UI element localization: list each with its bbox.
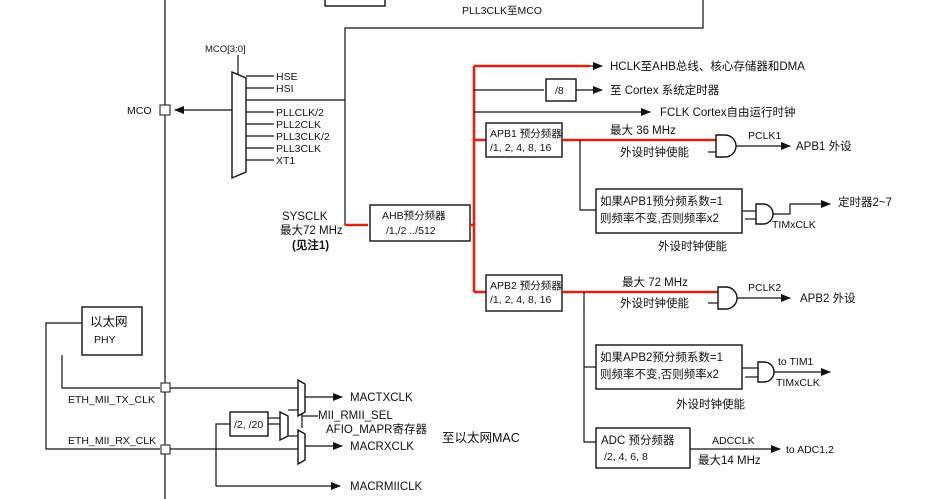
pclk2-label: PCLK2 xyxy=(748,282,781,294)
mii-rmii-sel-label: MII_RMII_SEL xyxy=(318,410,393,422)
mco-input-xt1: XT1 xyxy=(276,155,295,167)
cortex-timer-label: 至 Cortex 系统定时器 xyxy=(610,83,720,97)
apb1-timer-mult-box: 如果APB1预分频系数=1 则频率不变,否则频率x2 xyxy=(595,188,743,234)
fclk-label: FCLK Cortex自由运行时钟 xyxy=(660,105,795,119)
mco-input-hse: HSE xyxy=(276,71,298,83)
ethernet-phy-sub: PHY xyxy=(94,334,116,346)
eth-divider-label: /2, /20 xyxy=(234,419,263,431)
adc-prescaler-box: ADC 预分频器 /2, 4, 6, 8 xyxy=(595,427,691,469)
apb1-timer-mult-line2: 则频率不变,否则频率x2 xyxy=(600,211,719,225)
eth-rx-clk-label: ETH_MII_RX_CLK xyxy=(68,435,156,447)
apb1-enable-label: 外设时钟使能 xyxy=(620,145,689,159)
afio-mapr-label: AFIO_MAPR寄存器 xyxy=(326,422,427,436)
eth-tx-pad xyxy=(160,382,171,393)
ahb-prescaler-title: AHB预分频器 xyxy=(382,209,446,222)
sysclk-max-label: 最大72 MHz xyxy=(280,223,343,237)
macrxclk-label: MACRXCLK xyxy=(350,441,414,453)
eth-rx-wire xyxy=(45,322,160,450)
mco-input-pll3clk-div2: PLL3CLK/2 xyxy=(276,131,330,143)
apb2-timer-mult-line1: 如果APB2预分频系数=1 xyxy=(600,350,723,364)
hclk-output-label: HCLK至AHB总线、核心存储器和DMA xyxy=(610,59,805,73)
adc-dest-label: to ADC1,2 xyxy=(786,444,834,456)
apb2-timer-mult-box: 如果APB2预分频系数=1 则频率不变,否则频率x2 xyxy=(595,344,743,390)
apb2-max-label: 最大 72 MHz xyxy=(622,275,688,289)
eth-small-mux xyxy=(279,410,289,442)
apb2-enable-label: 外设时钟使能 xyxy=(620,296,689,310)
hclk-red-bus xyxy=(470,64,590,294)
ahb-prescaler-range: /1,/2 ../512 xyxy=(386,225,436,237)
adc-prescaler-title: ADC 预分频器 xyxy=(601,433,675,447)
adcclk-label: ADCCLK xyxy=(712,435,755,447)
div8-path: /8 xyxy=(474,78,603,102)
sysclk-label-group: SYSCLK 最大72 MHz (见注1) xyxy=(280,211,343,252)
mco-pin-label: MCO xyxy=(127,105,152,117)
apb1-timer-mult-line1: 如果APB1预分频系数=1 xyxy=(600,194,723,208)
apb1-and-gate xyxy=(715,134,737,158)
apb1-prescaler-title: APB1 预分频器 xyxy=(490,127,562,140)
eth-rx-pad xyxy=(160,444,171,455)
eth-rx-mux xyxy=(297,428,306,466)
mco-pin-pad xyxy=(159,104,171,116)
apb1-timer-enable-label: 外设时钟使能 xyxy=(658,239,727,253)
apb2-timer-mult-line2: 则频率不变,否则频率x2 xyxy=(600,367,719,381)
apb1-timer-feed xyxy=(579,140,596,211)
ethernet-phy-box: 以太网 PHY xyxy=(81,306,143,356)
apb2-prescaler-title: APB2 预分频器 xyxy=(490,279,562,292)
apb2-and-gate xyxy=(717,286,738,310)
pll3clk-to-mco-label: PLL3CLK至MCO xyxy=(462,5,542,17)
eth-tx-clk-label: ETH_MII_TX_CLK xyxy=(68,394,155,406)
apb2-adc-feed xyxy=(583,292,596,443)
apb2-prescaler-range: /1, 2, 4, 8, 16 xyxy=(490,294,551,306)
apb1-timer-arrow xyxy=(773,200,831,215)
mco-input-pllclk-div2: PLLCLK/2 xyxy=(276,107,324,119)
mco-mux: MCO[3:0] MCO HSE HSI PLLCLK/2 PLL2CLK PL… xyxy=(127,44,345,180)
mco-input-pll2clk: PLL2CLK xyxy=(276,119,321,131)
apb1-timer-dest-label: 定时器2~7 xyxy=(838,195,892,209)
apb1-timer-and-gate xyxy=(755,203,774,225)
mactxclk-label: MACTXCLK xyxy=(350,392,413,404)
macrmiiclk-arrow xyxy=(215,449,341,490)
eth-tx-mux xyxy=(297,378,306,418)
ahb-prescaler-box: AHB预分频器 /1,/2 ../512 xyxy=(369,204,471,242)
apb1-prescaler-range: /1, 2, 4, 8, 16 xyxy=(490,142,551,154)
apb2-prescaler-box: APB2 预分频器 /1, 2, 4, 8, 16 xyxy=(485,274,563,312)
apb1-prescaler-box: APB1 预分频器 /1, 2, 4, 8, 16 xyxy=(485,122,563,158)
mco-input-hsi: HSI xyxy=(276,83,294,95)
mco-bus-label: MCO[3:0] xyxy=(205,44,246,55)
apb2-timer-dest-label: to TIM1 xyxy=(778,356,814,368)
eth-divider-box: /2, /20 xyxy=(229,411,269,437)
eth-tx-wire xyxy=(61,355,160,389)
adc-prescaler-range: /2, 4, 6, 8 xyxy=(604,451,648,463)
div8-label: /8 xyxy=(555,85,564,97)
sysclk-note-label: (见注1) xyxy=(292,238,329,252)
apb2-timxclk-label: TIMxCLK xyxy=(776,377,820,389)
apb1-timxclk-label: TIMxCLK xyxy=(772,219,816,231)
apb1-max-label: 最大 36 MHz xyxy=(610,123,676,137)
apb2-timer-enable-label: 外设时钟使能 xyxy=(676,397,745,411)
adc-max-label: 最大14 MHz xyxy=(698,453,761,467)
apb2-timer-and-gate xyxy=(757,361,775,383)
sysclk-label: SYSCLK xyxy=(282,211,328,223)
ethernet-phy-title: 以太网 xyxy=(90,314,128,329)
macrmiiclk-label: MACRMIICLK xyxy=(350,481,423,493)
apb1-periph-label: APB1 外设 xyxy=(796,140,852,153)
pclk1-label: PCLK1 xyxy=(748,130,781,142)
eth-mac-dest-label: 至以太网MAC xyxy=(442,430,520,445)
apb2-periph-label: APB2 外设 xyxy=(800,292,856,305)
mco-input-pll3clk: PLL3CLK xyxy=(276,143,321,155)
